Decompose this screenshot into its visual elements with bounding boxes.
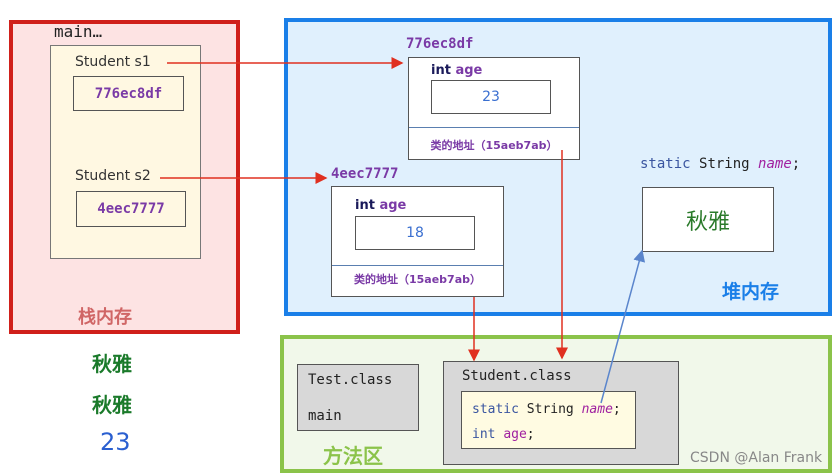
- static-name-arrow: [600, 249, 646, 404]
- static-name-field: static String name;: [472, 402, 621, 417]
- test-class-member: main: [308, 408, 342, 424]
- object2-age-value: 18: [355, 216, 475, 250]
- object2-address: 4eec7777: [331, 166, 399, 182]
- object1-field-label: int age: [431, 63, 482, 78]
- age-field: int age;: [472, 427, 535, 442]
- stack-frame-title: main…: [54, 22, 103, 41]
- semicolon: ;: [612, 402, 621, 417]
- keyword: static: [640, 156, 691, 172]
- test-class-name: Test.class: [308, 372, 393, 388]
- object1-box: int age 23 类的地址（15aeb7ab）: [408, 57, 580, 160]
- object2-box: int age 18 类的地址（15aeb7ab）: [331, 186, 504, 297]
- heap-label: 堆内存: [722, 281, 780, 303]
- field-name: age: [379, 198, 407, 213]
- semicolon: ;: [791, 156, 801, 172]
- object1-class-address: 类的地址（15aeb7ab）: [430, 139, 558, 152]
- watermark: CSDN @Alan Frank: [690, 450, 823, 466]
- object1-address: 776ec8df: [406, 36, 474, 52]
- var-name: age: [503, 427, 527, 442]
- output-line-3: 23: [100, 428, 131, 456]
- s2-value-box: 4eec7777: [76, 191, 186, 227]
- var-name: name: [758, 156, 792, 172]
- static-name-value-box: 秋雅: [642, 187, 774, 252]
- stack-label: 栈内存: [78, 307, 132, 328]
- type: String: [699, 156, 750, 172]
- output-line-1: 秋雅: [92, 352, 132, 376]
- field-name: age: [455, 63, 483, 78]
- student-class-fields: static String name; int age;: [461, 391, 636, 449]
- test-class-box: Test.class main: [297, 364, 419, 431]
- type: String: [526, 402, 574, 417]
- s1-declaration: Student s1: [75, 54, 151, 70]
- semicolon: ;: [526, 427, 535, 442]
- heap-static-declaration: static String name;: [640, 156, 800, 172]
- s2-declaration: Student s2: [75, 168, 151, 184]
- output-line-2: 秋雅: [92, 393, 132, 417]
- object1-divider: [409, 127, 579, 128]
- method-area-label: 方法区: [323, 444, 383, 468]
- var-name: name: [581, 402, 613, 417]
- type: int: [472, 427, 496, 442]
- object2-field-label: int age: [355, 198, 406, 213]
- object2-divider: [332, 265, 503, 266]
- object1-age-value: 23: [431, 80, 551, 114]
- object2-class-address: 类的地址（15aeb7ab）: [353, 273, 481, 286]
- field-type: int: [431, 63, 451, 78]
- keyword: static: [472, 402, 519, 417]
- student-class-name: Student.class: [462, 368, 572, 384]
- field-type: int: [355, 198, 375, 213]
- s1-value-box: 776ec8df: [73, 76, 184, 111]
